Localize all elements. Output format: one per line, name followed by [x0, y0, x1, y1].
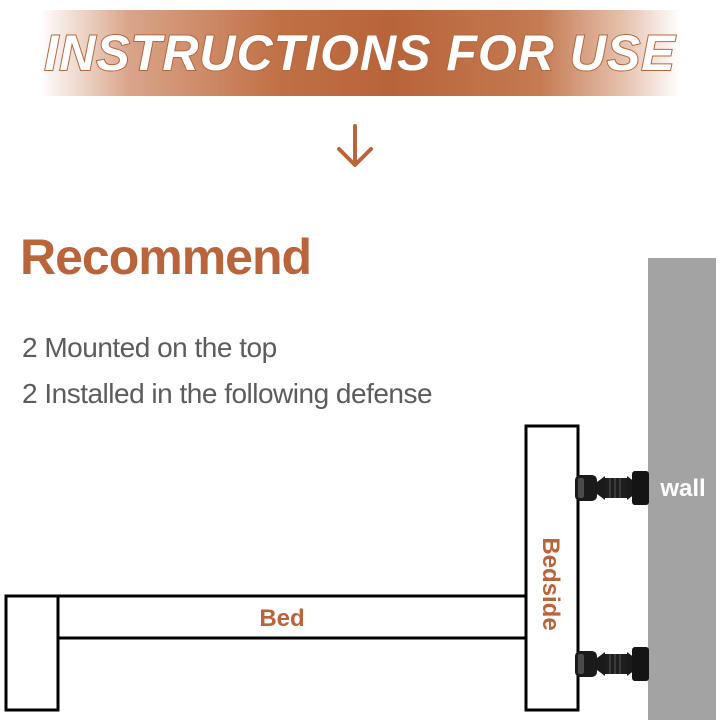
recommend-heading: Recommend [20, 229, 312, 285]
recommend-line-bottom: 2 Installed in the following defense [22, 378, 433, 409]
top-bumper [575, 471, 649, 505]
bed-label: Bed [259, 605, 304, 632]
bedside-label: Bedside [537, 537, 564, 630]
bed-frame [56, 594, 528, 640]
wall-label: wall [659, 475, 705, 502]
chevron-down-arrow-icon [337, 124, 373, 167]
wall-block [648, 258, 716, 720]
bottom-bumper [575, 647, 649, 681]
recommend-line-top: 2 Mounted on the top [22, 332, 277, 363]
bedside-board [524, 424, 580, 712]
title-banner [40, 10, 680, 96]
banner-title: INSTRUCTIONS FOR USE [43, 24, 676, 82]
bed-post [4, 594, 60, 712]
